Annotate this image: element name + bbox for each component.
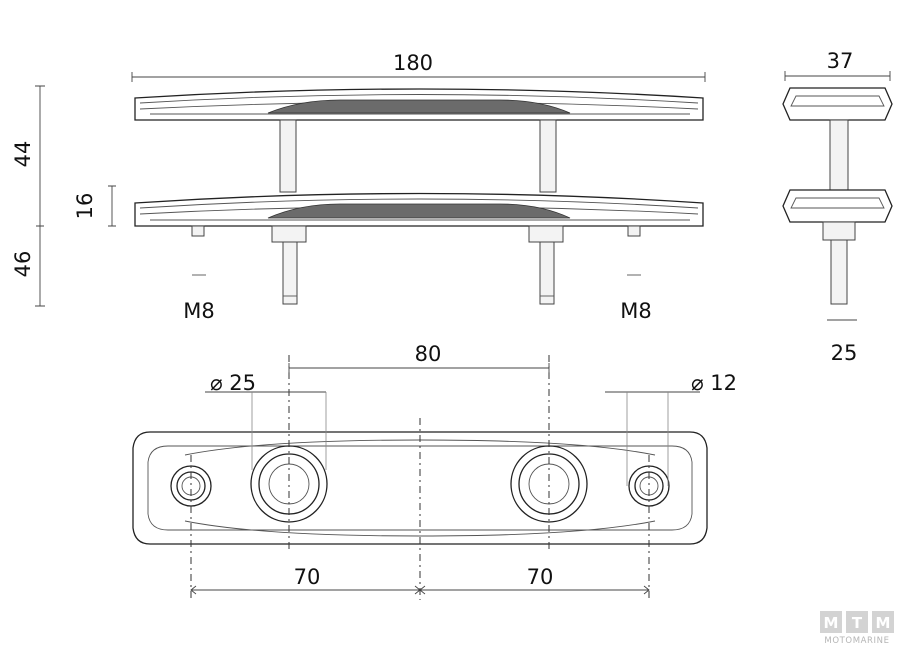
front-dimensions [35, 72, 706, 307]
dim-hole-diameter: ⌀ 12 [691, 371, 737, 395]
bolt-right [539, 241, 555, 305]
logo-letter-3: M [876, 614, 891, 632]
brand-name: MOTOMARINE [824, 636, 889, 646]
top-grip-pad [267, 99, 571, 114]
side-post [829, 119, 849, 191]
dim-bolt-spacing: 80 [415, 342, 442, 366]
dim-base-diameter: ⌀ 25 [210, 371, 256, 395]
side-bolt [830, 239, 848, 305]
logo-letter-2: T [852, 614, 863, 632]
post-right [539, 119, 557, 193]
base-outline [132, 431, 708, 545]
side-base [782, 189, 893, 223]
brand-logo: M T M MOTOMARINE [820, 611, 894, 646]
front-view [134, 88, 704, 305]
dim-bolt-length: 46 [11, 251, 35, 278]
dim-foot-width: 25 [831, 341, 858, 365]
top-horn [134, 88, 704, 121]
dim-length: 180 [393, 51, 433, 75]
logo-letter-1: M [824, 614, 839, 632]
side-top-horn [782, 87, 893, 121]
side-view [782, 71, 893, 321]
dim-width: 37 [827, 49, 854, 73]
bolt-left [282, 241, 298, 305]
label-thread-right: M8 [620, 299, 651, 323]
base-grip-pad [267, 203, 571, 219]
dim-hole-offset-right: 70 [527, 565, 554, 589]
dim-base-height: 16 [73, 193, 97, 220]
base [134, 192, 704, 227]
bottom-view [132, 355, 708, 600]
bottom-dimensions [190, 363, 700, 595]
label-thread-left: M8 [183, 299, 214, 323]
post-left [279, 119, 297, 193]
dim-height-total: 44 [11, 141, 35, 168]
dim-hole-offset-left: 70 [294, 565, 321, 589]
